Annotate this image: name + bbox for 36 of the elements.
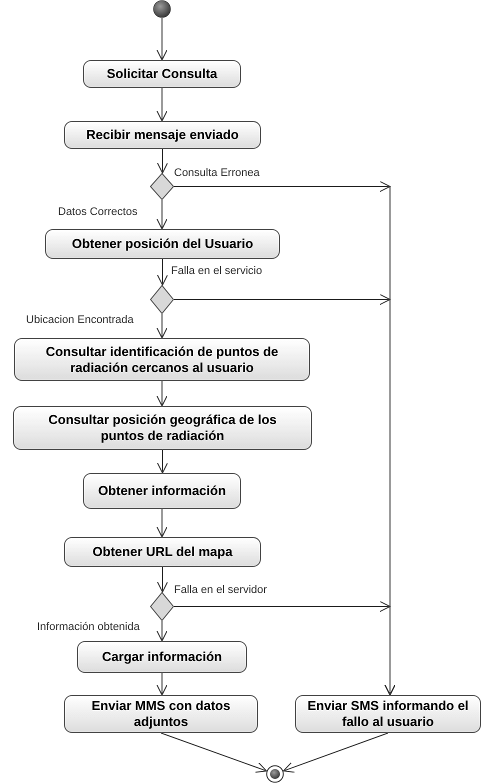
final-node — [266, 765, 284, 783]
arrow — [156, 620, 168, 642]
edge-label: Consulta Erronea — [174, 167, 260, 180]
arrow — [160, 732, 268, 773]
action-box: Recibir mensaje enviado — [64, 121, 261, 149]
arrow — [156, 672, 168, 696]
arrow — [156, 314, 168, 338]
arrow — [156, 200, 168, 230]
arrow — [156, 88, 168, 122]
action-box: Obtener posición del Usuario — [45, 229, 280, 259]
action-box: Enviar MMS con datos adjuntos — [64, 695, 258, 733]
action-box: Cargar información — [77, 641, 247, 673]
arrow — [157, 258, 168, 286]
action-box: Enviar SMS informando el fallo al usuario — [295, 695, 481, 733]
action-box: Solicitar Consulta — [83, 60, 241, 88]
action-box: Consultar posición geográfica de los puntos de radiación — [13, 406, 312, 450]
decision-diamond — [150, 285, 174, 314]
arrow — [282, 732, 388, 773]
arrow — [157, 566, 168, 592]
decision-diamond — [150, 173, 174, 200]
action-box: Consultar identificación de puntos de radiación cercanos al usuario — [14, 338, 310, 381]
action-box: Obtener información — [83, 473, 241, 509]
edge-label: Ubicacion Encontrada — [26, 314, 134, 327]
decision-diamond — [150, 592, 174, 621]
arrow — [157, 148, 168, 174]
arrow — [156, 508, 168, 538]
action-box: Obtener URL del mapa — [64, 537, 261, 567]
arrow — [174, 602, 395, 696]
edge-label: Falla en el servicio — [171, 265, 262, 278]
edge-label: Falla en el servidor — [174, 584, 267, 597]
edge-label: Información obtenida — [37, 621, 140, 634]
arrow — [157, 450, 168, 474]
initial-node — [153, 0, 171, 18]
arrow — [156, 18, 168, 60]
arrow — [156, 380, 168, 406]
edge-label: Datos Correctos — [58, 206, 138, 219]
